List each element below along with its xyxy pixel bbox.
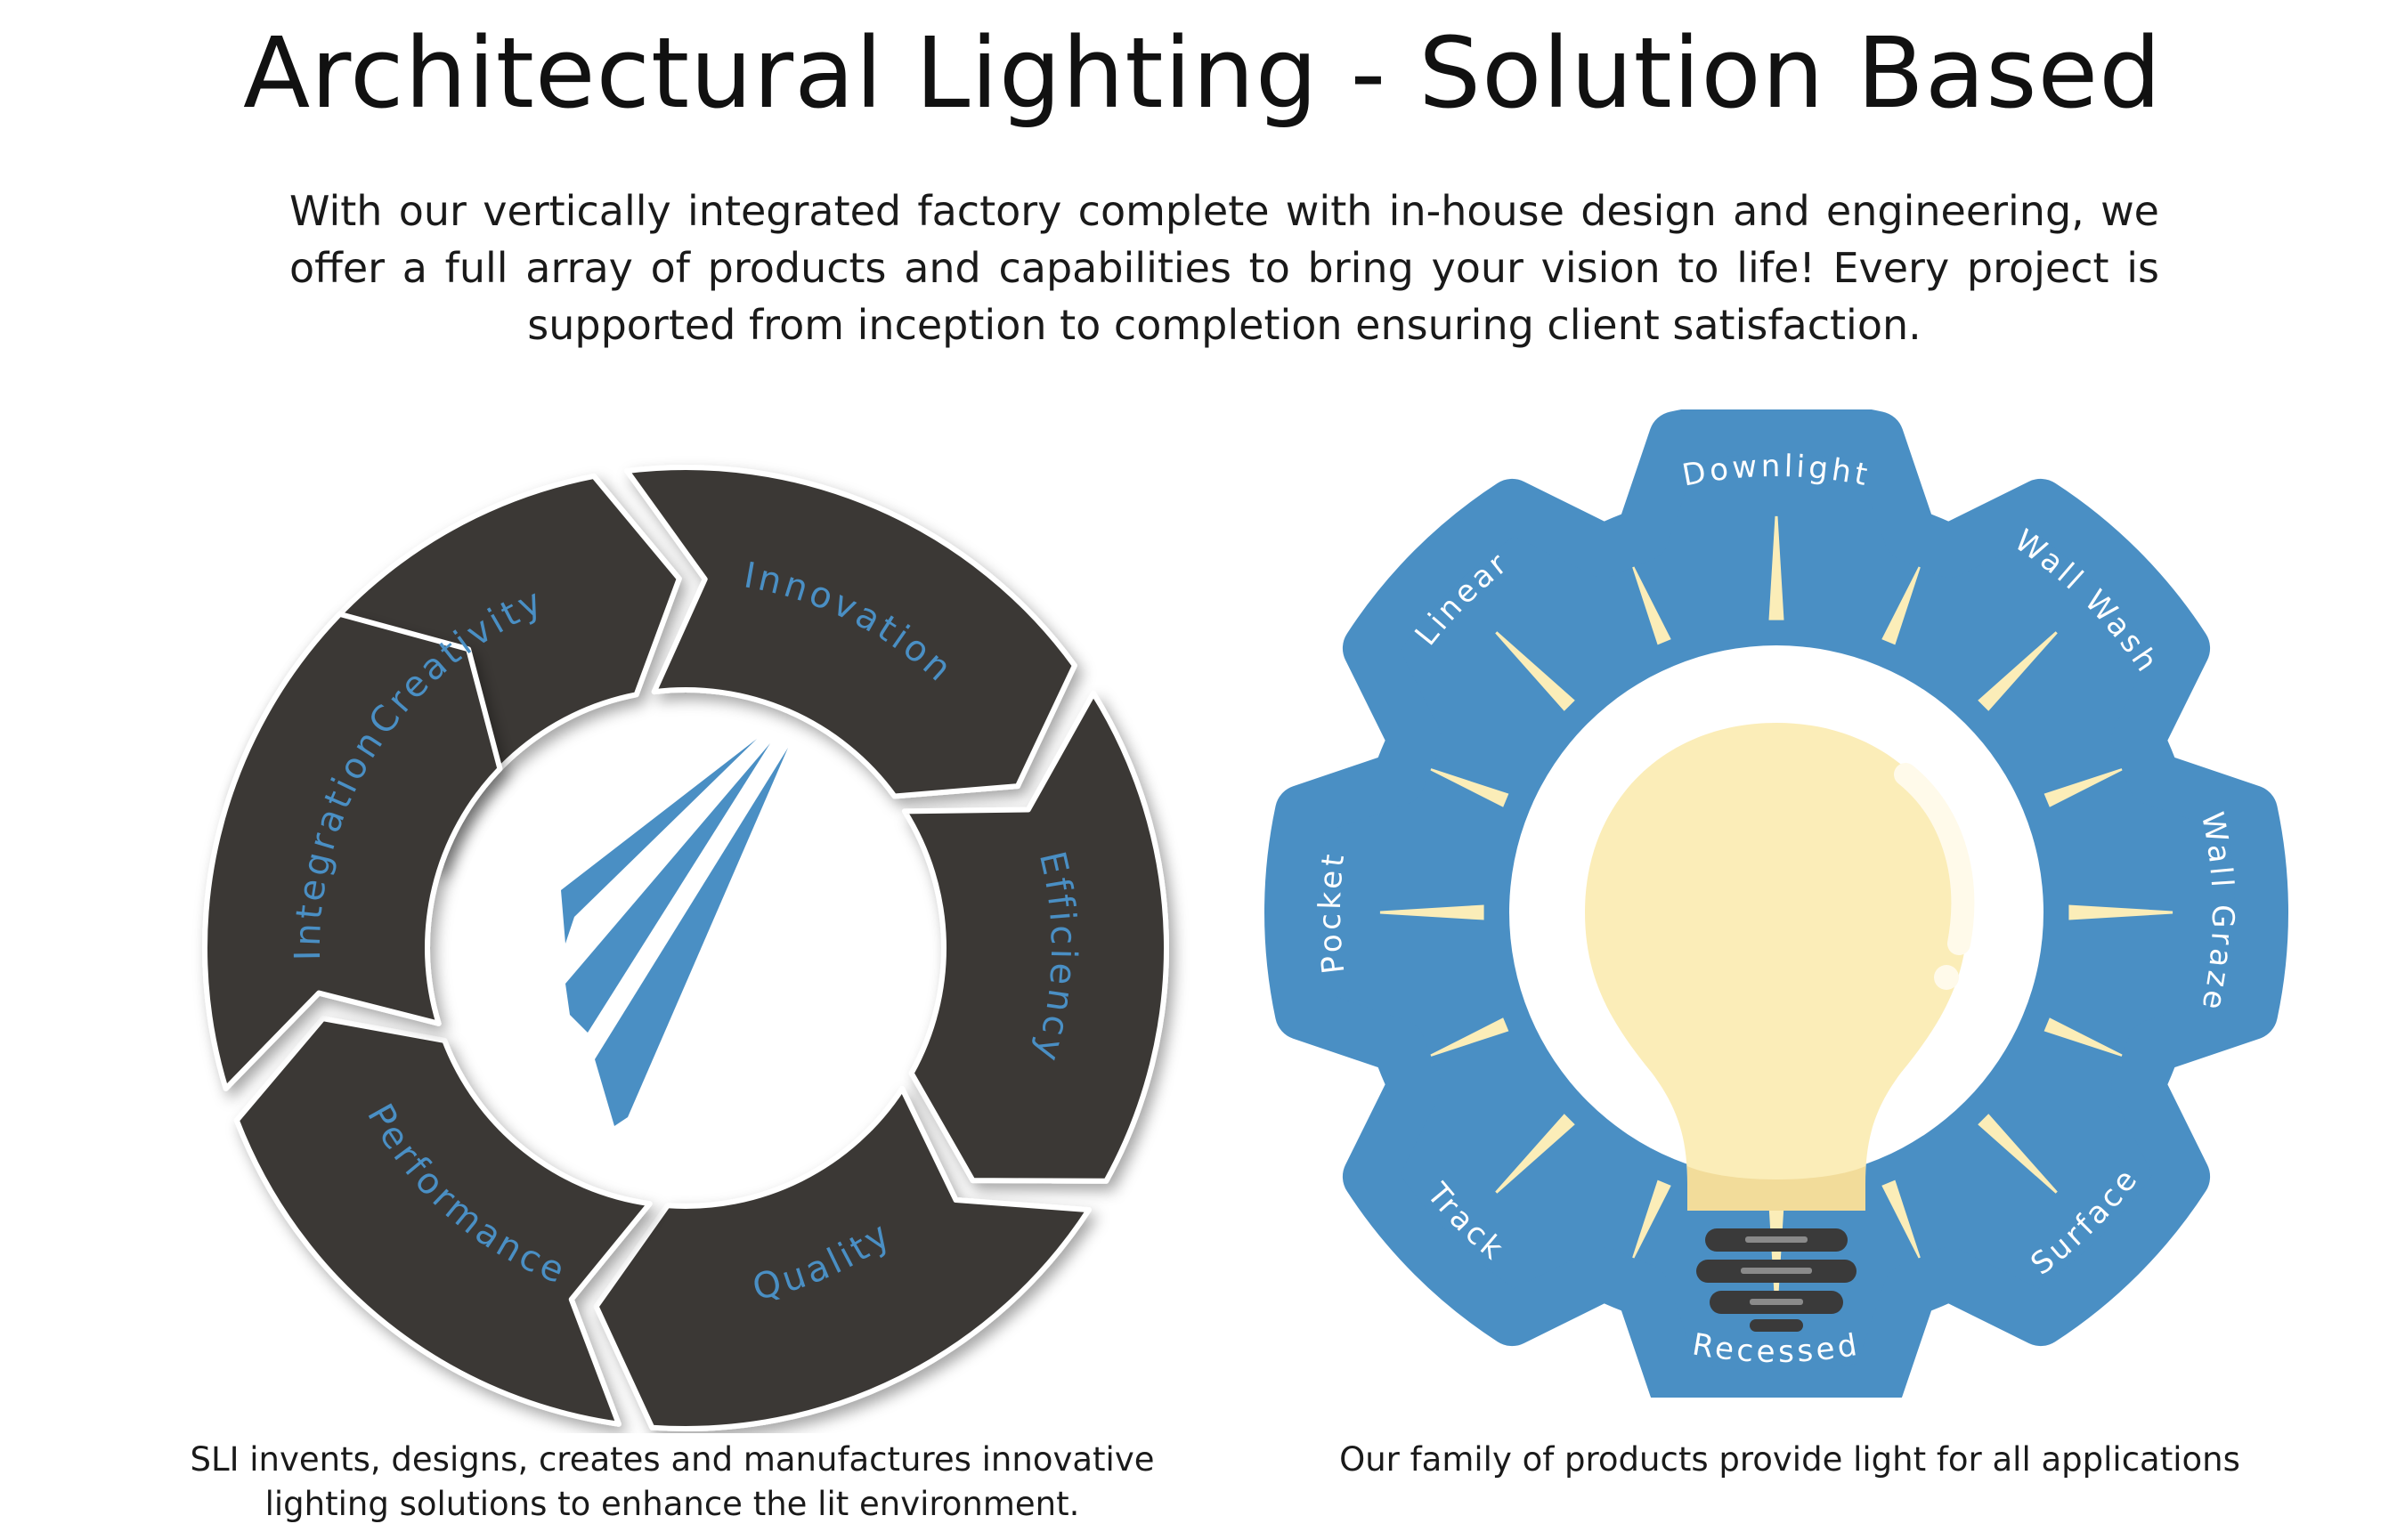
cycle-caption-line-2: lighting solutions to enhance the lit en… — [264, 1485, 1080, 1523]
cycle-segment-innovation — [624, 465, 1077, 799]
company-logo-icon — [561, 739, 788, 1126]
cycle-segment-performance — [233, 1016, 653, 1427]
cycle-segment-efficiency — [901, 690, 1169, 1184]
gear-label-pocket: Pocket — [1312, 849, 1353, 976]
intro-paragraph: With our vertically integrated factory c… — [289, 187, 2159, 349]
page-title: Architectural Lighting - Solution Based — [242, 16, 2163, 130]
gear-caption: Our family of products provide light for… — [1339, 1440, 2240, 1479]
cycle-segment-integration — [202, 611, 503, 1091]
lightbulb-icon — [1585, 723, 1975, 1332]
cycle-caption-line-1: SLI invents, designs, creates and manufa… — [190, 1440, 1155, 1479]
cycle-segment-quality — [593, 1085, 1092, 1431]
light-rays — [1379, 515, 2173, 1309]
capabilities-cycle-diagram: CreativityInnovationEfficiencyQualityPer… — [202, 465, 1169, 1431]
cycle-caption: SLI invents, designs, creates and manufa… — [125, 1438, 1220, 1527]
